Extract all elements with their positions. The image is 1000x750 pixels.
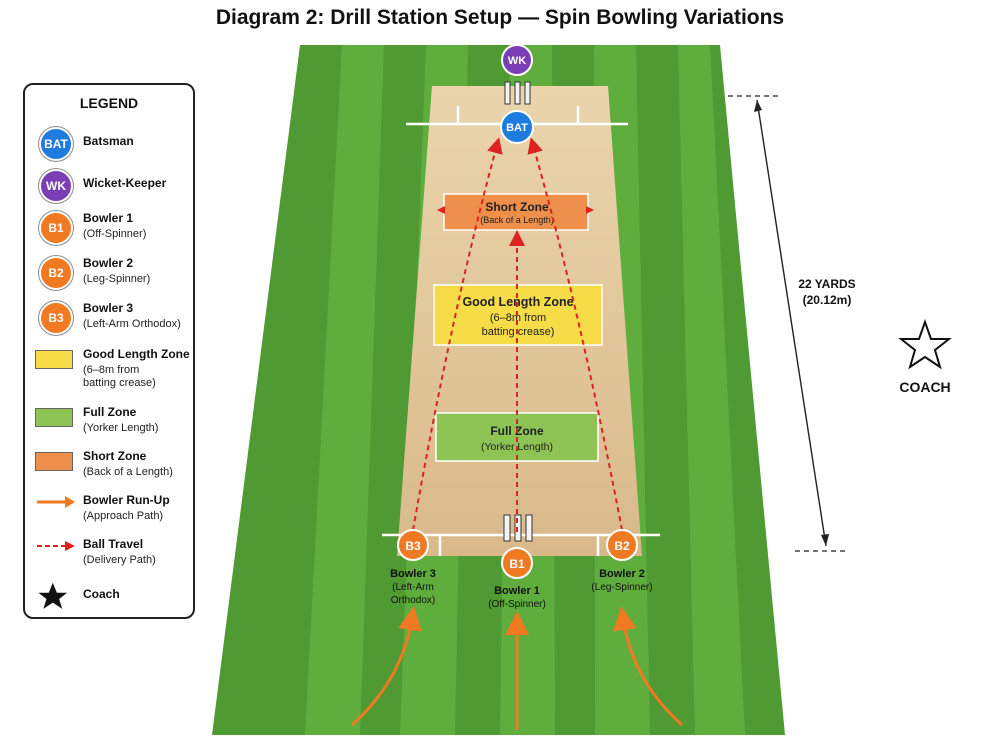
legend-label-wicket-keeper: Wicket-Keeper: [83, 176, 167, 190]
legend-item-coach: Coach: [33, 581, 193, 621]
bowler-1-code: B1: [509, 557, 525, 571]
pitch-length-label: 22 YARDS: [798, 277, 855, 291]
legend-title: LEGEND: [79, 95, 139, 111]
coach-star-icon: [898, 318, 952, 370]
legend-item-bowler-3: B3 Bowler 3 (Left-Arm Orthodox): [33, 299, 193, 339]
legend-label-good-length: Good Length Zone: [83, 347, 190, 361]
legend-item-batsman: BAT Batsman: [33, 125, 193, 165]
bowler-2-symbol: B2: [39, 256, 73, 290]
legend-label-coach: Coach: [83, 587, 120, 601]
legend-item-bowler-1: B1 Bowler 1 (Off-Spinner): [33, 209, 193, 249]
legend-sub-bowler-1: (Off-Spinner): [83, 228, 147, 240]
coach-star-icon: [38, 582, 68, 609]
batsman-code: BAT: [506, 122, 528, 134]
run-up-b2: [612, 606, 684, 727]
legend-sub-good-length-2: batting crease): [83, 377, 156, 389]
legend-item-ball-travel: Ball Travel (Delivery Path): [33, 535, 193, 575]
legend-label-run-up: Bowler Run-Up: [83, 493, 170, 507]
good-length-zone: Good Length Zone (6–8m from batting crea…: [433, 284, 603, 346]
pitch-length-metric: (20.12m): [803, 293, 852, 307]
legend-item-wicket-keeper: WK Wicket-Keeper: [33, 167, 193, 207]
legend-sub-short-zone: (Back of a Length): [83, 466, 173, 478]
legend-sub-bowler-2: (Leg-Spinner): [83, 273, 151, 285]
batsman-marker: BAT: [500, 110, 534, 144]
legend-sub-ball-travel: (Delivery Path): [83, 554, 156, 566]
legend-item-short-zone: Short Zone (Back of a Length): [33, 447, 193, 487]
legend-sub-full-zone: (Yorker Length): [83, 422, 159, 434]
legend-item-run-up: Bowler Run-Up (Approach Path): [33, 491, 193, 531]
bowler-2-name: Bowler 2: [599, 568, 645, 580]
short-zone: Short Zone (Back of a Length): [443, 193, 589, 231]
bowler-3-symbol: B3: [39, 301, 73, 335]
bowler-3-code: B3: [405, 539, 421, 553]
arrowhead-short-right: [586, 206, 594, 214]
legend-label-bowler-1: Bowler 1: [83, 211, 134, 225]
bowler-2-desc1: (Leg-Spinner): [591, 582, 652, 593]
bowler-3-desc2: Orthodox): [391, 595, 435, 606]
bowler-1-name: Bowler 1: [494, 585, 540, 597]
bowler-3-name: Bowler 3: [390, 568, 436, 580]
legend-item-bowler-2: B2 Bowler 2 (Leg-Spinner): [33, 254, 193, 294]
legend-item-good-length-zone: Good Length Zone (6–8m from batting crea…: [33, 345, 193, 391]
legend-panel: LEGEND BAT Batsman WK Wicket-Keeper B1 B…: [23, 83, 195, 619]
run-up-arrow-icon: [37, 496, 75, 508]
bowler-2-marker: B2 Bowler 2 (Leg-Spinner): [591, 529, 653, 593]
coach-label: COACH: [899, 379, 950, 395]
legend-sub-good-length-1: (6–8m from: [83, 364, 140, 376]
ball-travel-paths: [412, 137, 623, 532]
good-zone-title: Good Length Zone: [462, 295, 573, 309]
bowler-2-code: B2: [614, 539, 630, 553]
legend-label-bowler-3: Bowler 3: [83, 301, 134, 315]
bowler-run-ups: [350, 606, 684, 730]
full-zone-swatch: [35, 408, 73, 427]
run-up-b3: [350, 606, 422, 727]
ball-path-b2: [527, 137, 623, 531]
bowler-1-marker: B1 Bowler 1 (Off-Spinner): [488, 547, 546, 610]
short-zone-swatch: [35, 452, 73, 471]
short-zone-sub: (Back of a Length): [480, 215, 554, 225]
pitch-length-marker: [728, 95, 848, 552]
short-zone-title: Short Zone: [485, 200, 549, 214]
legend-sub-bowler-3: (Left-Arm Orthodox): [83, 318, 181, 330]
legend-label-ball-travel: Ball Travel: [83, 537, 144, 551]
bowler-1-symbol: B1: [39, 211, 73, 245]
legend-sub-run-up: (Approach Path): [83, 510, 164, 522]
ball-travel-arrow-icon: [37, 541, 75, 551]
legend-label-batsman: Batsman: [83, 134, 134, 148]
ball-path-arrowheads: [437, 206, 594, 214]
legend-item-full-zone: Full Zone (Yorker Length): [33, 403, 193, 443]
bowler-3-marker: B3 Bowler 3 (Left-Arm Orthodox): [390, 529, 436, 606]
far-stumps: [504, 81, 531, 105]
batsman-symbol: BAT: [39, 127, 73, 161]
diagram-title: Diagram 2: Drill Station Setup — Spin Bo…: [215, 6, 785, 29]
arrowhead-short-left: [437, 206, 445, 214]
bowler-3-desc1: (Left-Arm: [392, 582, 434, 593]
wicket-keeper-marker: WK: [501, 44, 533, 76]
wicket-keeper-code: WK: [508, 55, 526, 67]
good-zone-sub1: (6–8m from: [490, 312, 546, 324]
legend-label-bowler-2: Bowler 2: [83, 256, 134, 270]
legend-label-full-zone: Full Zone: [83, 405, 137, 419]
legend-label-short-zone: Short Zone: [83, 449, 147, 463]
wicket-keeper-symbol: WK: [39, 169, 73, 203]
good-length-swatch: [35, 350, 73, 369]
bowler-1-desc1: (Off-Spinner): [488, 599, 546, 610]
ball-path-b3: [412, 137, 503, 531]
